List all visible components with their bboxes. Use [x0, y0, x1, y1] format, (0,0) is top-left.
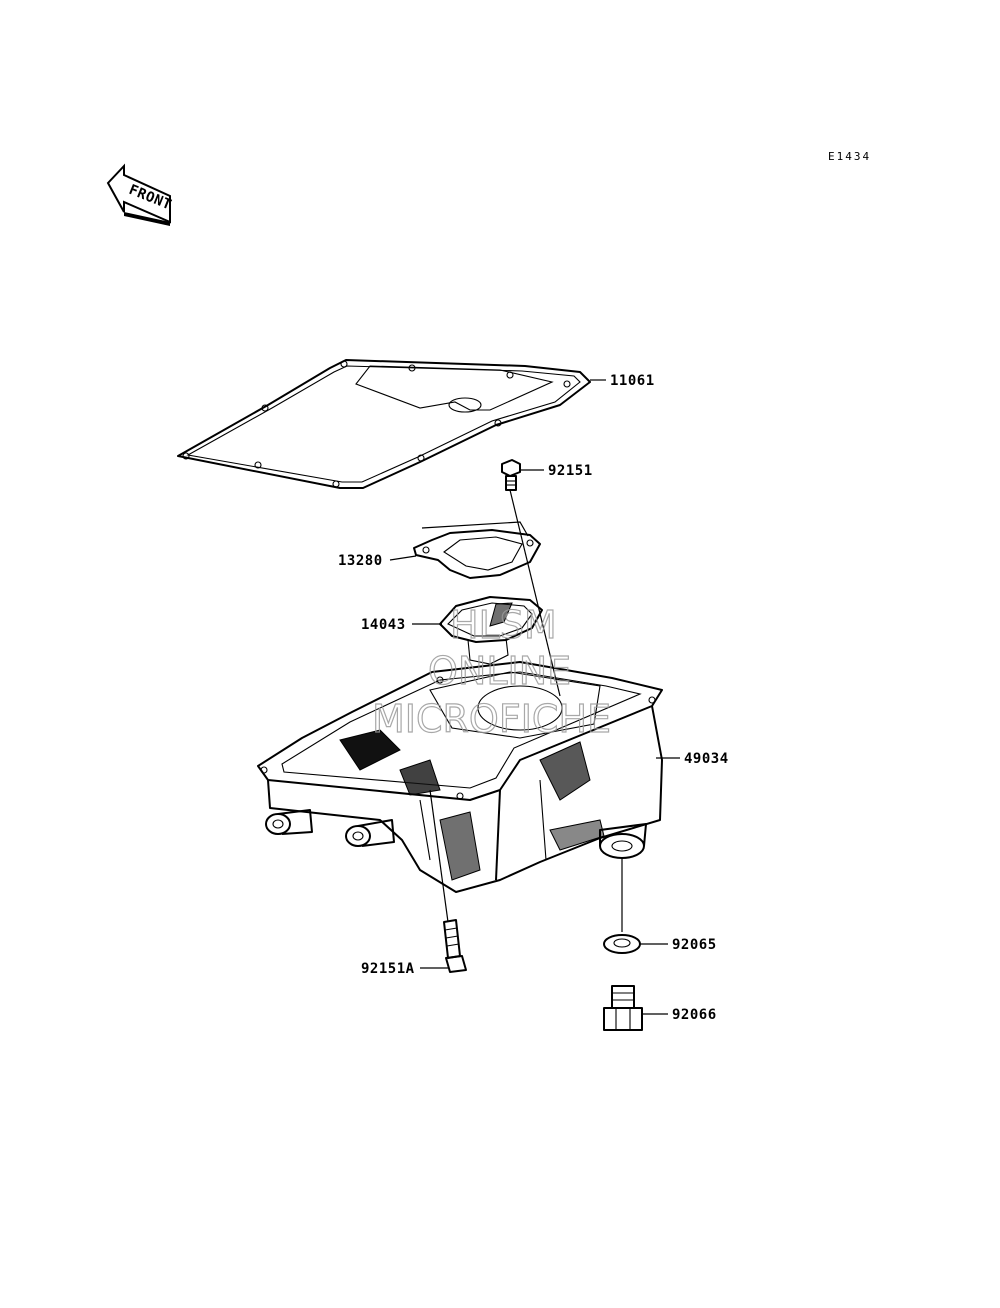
drain-plug: [603, 985, 643, 1031]
leader-13280: [389, 555, 417, 561]
oil-pan: [257, 661, 663, 893]
front-arrow-icon: FRONT: [106, 163, 174, 226]
oil-pan-gasket: [177, 359, 591, 489]
callout-14043: 14043: [361, 617, 406, 633]
callout-49034: 49034: [684, 751, 729, 767]
callout-92151A: 92151A: [361, 961, 415, 977]
oil-screen: [439, 596, 543, 665]
callout-13280: 13280: [338, 553, 383, 569]
watermark-line-3: MICROFICHE: [372, 697, 611, 741]
watermark: HLSM ONLINE MICROFICHE: [371, 602, 611, 741]
diagram-code: E1434: [828, 150, 871, 163]
callout-11061: 11061: [610, 373, 655, 389]
callout-92065: 92065: [672, 937, 717, 953]
callout-92066: 92066: [672, 1007, 717, 1023]
bolt-top: [501, 459, 521, 491]
guide-line-gasket: [421, 521, 529, 537]
watermark-line-1: HLSM: [450, 603, 557, 647]
callout-92151: 92151: [548, 463, 593, 479]
screen-gasket: [413, 529, 541, 579]
watermark-line-2: ONLINE: [428, 649, 571, 693]
guide-line-bolt: [509, 489, 561, 697]
bolt-bottom: [429, 789, 467, 973]
washer: [603, 858, 641, 954]
